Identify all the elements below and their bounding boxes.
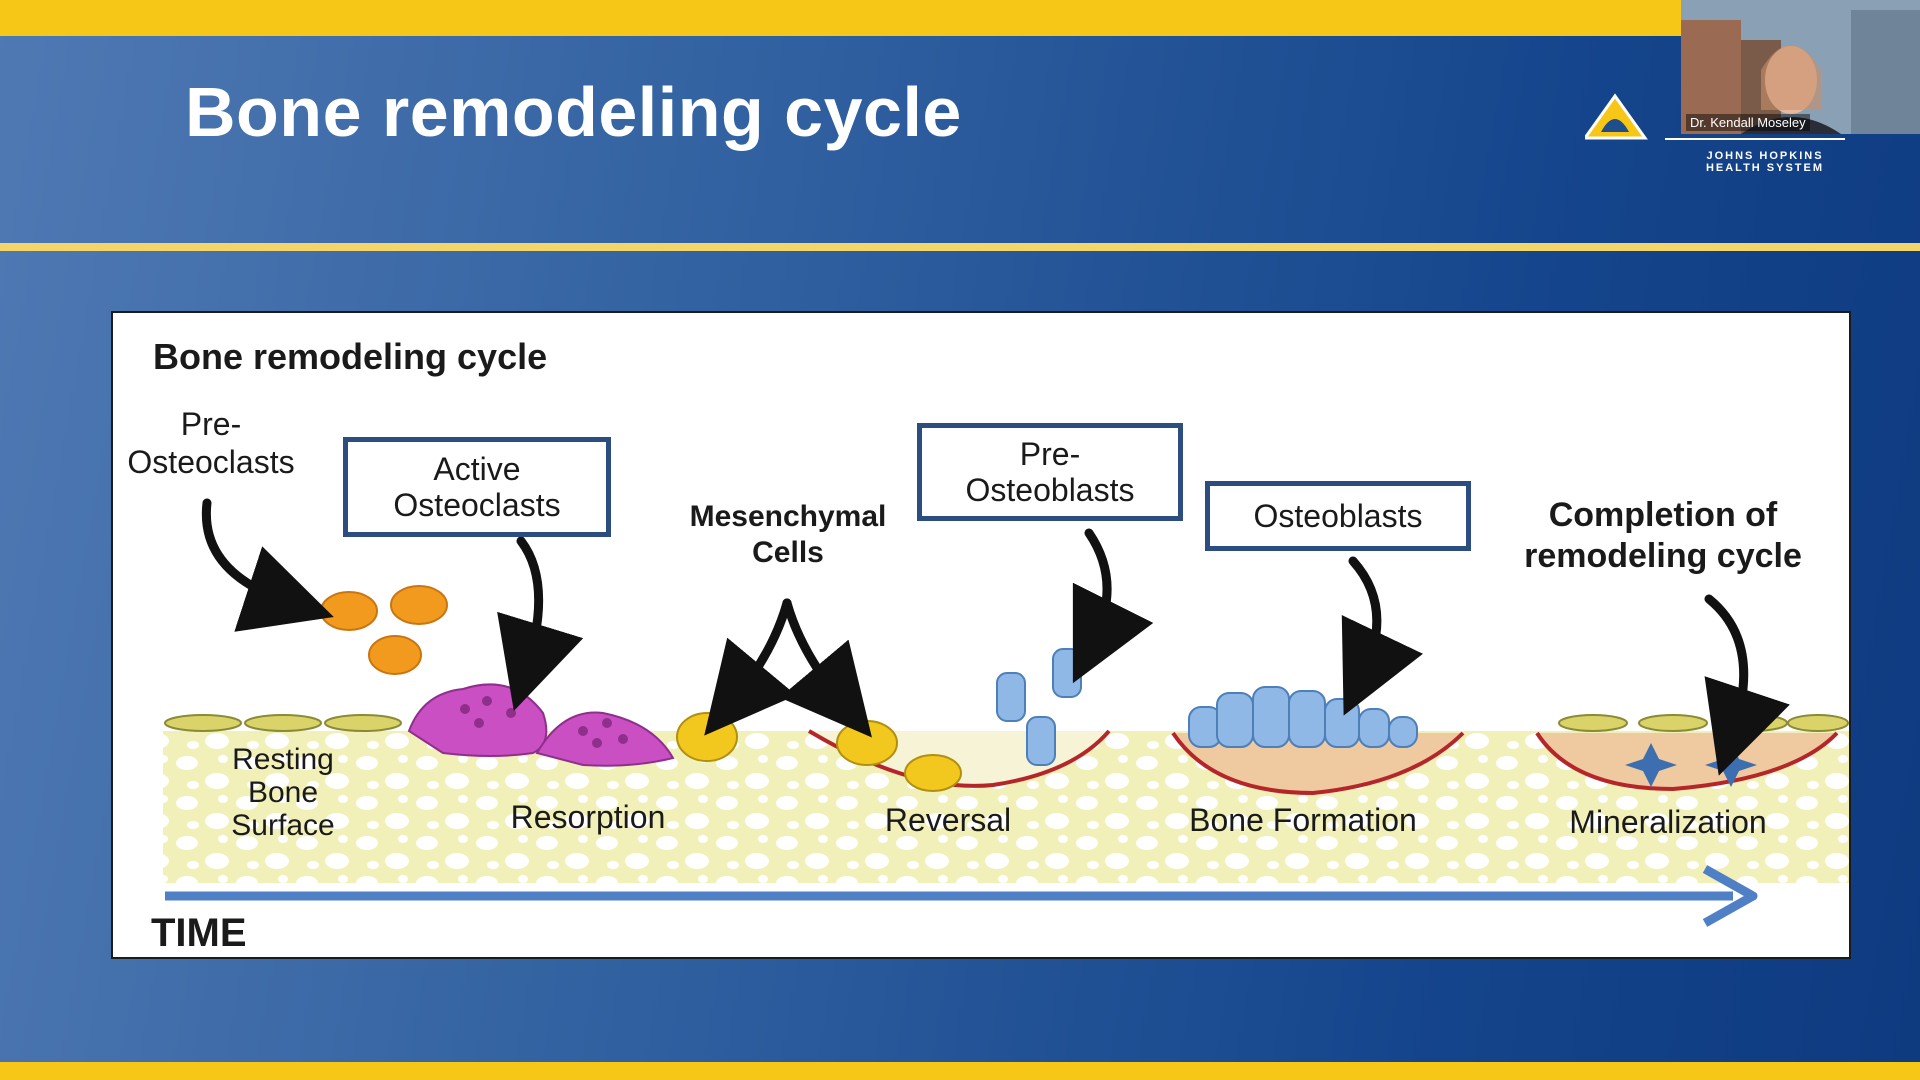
diagram-graphics [163, 498, 1849, 927]
arrow-mesenchymal-right [779, 598, 872, 738]
shield-icon [1585, 93, 1648, 140]
stage-bone-formation: Bone Formation [1189, 802, 1417, 838]
label-osteoblasts: Osteoblasts [1205, 481, 1471, 551]
time-label: TIME [151, 911, 247, 955]
label-osteoblasts-text: Osteoblasts [1253, 498, 1423, 534]
label-pre-osteoblasts-text: Pre- Osteoblasts [965, 436, 1135, 508]
pre-osteoclast-cells [320, 585, 448, 675]
video-thumbnail[interactable] [1681, 0, 1920, 134]
divider-band [0, 243, 1920, 251]
stage-resorption: Resorption [510, 799, 666, 835]
arrow-pre-osteoclasts [201, 498, 334, 632]
label-pre-osteoclasts: Pre- Osteoclasts [127, 406, 295, 481]
stage-resting: Resting Bone Surface [231, 743, 335, 842]
osteoblast-cells [1188, 686, 1418, 748]
label-mesenchymal-cells: Mesenchymal Cells [689, 500, 887, 569]
arrow-mesenchymal-left [704, 598, 797, 736]
label-active-osteoclasts: Active Osteoclasts [343, 437, 611, 537]
johns-hopkins-logo [1585, 93, 1845, 140]
pre-osteoblast-cells [996, 648, 1082, 766]
label-completion: Completion of remodeling cycle [1524, 496, 1802, 575]
bone-matrix [163, 731, 1849, 883]
label-pre-osteoblasts: Pre- Osteoblasts [917, 423, 1183, 521]
arrow-active-osteoclasts [497, 536, 584, 712]
logo-text: JOHNS HOPKINS HEALTH SYSTEM [1705, 150, 1825, 174]
stage-mineralization: Mineralization [1569, 804, 1767, 840]
bottom-accent-band [0, 1062, 1920, 1080]
arrow-completion [1704, 594, 1790, 776]
participant-name: Dr. Kendall Moseley [1686, 114, 1810, 131]
formation-cavity [1171, 731, 1465, 796]
slide-title: Bone remodeling cycle [185, 73, 962, 151]
arrow-pre-osteoblasts [1072, 528, 1154, 684]
arrow-osteoblasts [1341, 556, 1423, 716]
label-active-osteoclasts-text: Active Osteoclasts [393, 451, 561, 523]
top-accent-band [0, 0, 1920, 36]
bone-remodeling-diagram: Bone remodeling cycle Pre- Osteoclasts A… [111, 311, 1851, 959]
active-osteoclast-cells [407, 683, 675, 767]
stage-reversal: Reversal [884, 802, 1012, 838]
diagram-title: Bone remodeling cycle [153, 336, 548, 377]
